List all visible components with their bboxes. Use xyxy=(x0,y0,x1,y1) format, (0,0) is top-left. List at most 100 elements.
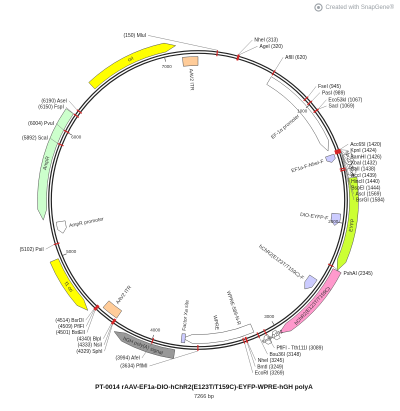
plasmid-size: 7266 bp xyxy=(194,394,214,400)
site-name: PflFI - Tth111I xyxy=(276,346,308,352)
site-position: (6190) xyxy=(41,99,57,105)
site-label-bsteii: (4501) BstEII xyxy=(56,330,85,336)
site-leader-line xyxy=(85,309,94,321)
site-label-bspei: BspEI (1444) xyxy=(351,185,381,191)
cut-site-mark xyxy=(57,143,64,147)
tick-mark xyxy=(305,105,310,109)
site-label-pflmi: (3634) PflMI xyxy=(120,364,147,370)
site-position: (3245) xyxy=(270,358,285,364)
site-position: (4333) xyxy=(78,343,94,349)
site-leader-line xyxy=(147,35,218,51)
feature-ampr-promoter-label: AmpR promoter xyxy=(69,216,105,229)
site-name: XbaI xyxy=(351,160,363,166)
site-label-bsu36i: Bsu36I (3148) xyxy=(269,352,301,358)
site-leader-line xyxy=(244,343,253,373)
feature-hchr2-e123t-t159c-f-arrow xyxy=(304,274,318,290)
feature-ef-1-promoter-arrow xyxy=(266,76,329,152)
site-leader-line xyxy=(141,343,152,359)
site-name: ScaI xyxy=(38,136,48,142)
watermark-text: Created with SnapGene® xyxy=(325,4,394,11)
site-position: (1420) xyxy=(367,142,382,148)
feature-loxp-label: loxP xyxy=(347,167,355,178)
site-position: (4329) xyxy=(76,349,92,355)
site-position: (4501) xyxy=(56,330,72,336)
feature-aav2-itr-arrow xyxy=(182,56,199,67)
cut-site-mark xyxy=(53,242,60,246)
feature-ef1a-f-nhei-f-arrow xyxy=(325,153,336,163)
feature-dio-eyfp-f-label: DIO-EYFP-F xyxy=(300,212,329,222)
site-label-bsrdi: (4514) BsrDI xyxy=(55,318,83,324)
site-label-nsii: (4333) NsiI xyxy=(78,343,102,349)
site-name: AscI xyxy=(356,191,367,197)
site-label-hincii: HincII (1440) xyxy=(351,179,380,185)
site-name: NsiI xyxy=(93,343,102,349)
feature-ampr-promoter-arrow xyxy=(55,220,67,234)
site-position: (313) xyxy=(266,38,278,44)
site-leader-line xyxy=(340,151,350,170)
site-position: (945) xyxy=(329,84,341,90)
cut-site-mark xyxy=(303,96,309,102)
cut-site-mark xyxy=(339,167,346,170)
site-position: (1584) xyxy=(370,198,385,204)
site-position: (989) xyxy=(333,90,345,96)
tick-mark xyxy=(62,253,67,256)
site-position: (1432) xyxy=(362,160,377,166)
site-position: (1439) xyxy=(362,173,377,179)
site-leader-line xyxy=(86,310,96,333)
cut-site-mark xyxy=(76,109,83,114)
feature-wpre-arrow xyxy=(182,323,255,344)
site-position: (3994) xyxy=(115,356,131,362)
cut-site-mark xyxy=(313,108,319,114)
site-position: (150) xyxy=(124,33,137,39)
site-name: SalI xyxy=(351,167,361,173)
cut-site-mark xyxy=(242,337,246,344)
site-name: NheI xyxy=(254,38,266,44)
tick-label: 6000 xyxy=(71,134,82,139)
site-position: (1440) xyxy=(365,179,380,185)
site-position: (1569) xyxy=(367,191,382,197)
site-leader-line xyxy=(345,169,355,201)
site-name: AfeI xyxy=(131,356,140,362)
site-position: (5892) xyxy=(22,136,38,142)
site-name: SacI xyxy=(329,104,340,110)
tick-label: 2000 xyxy=(328,219,339,224)
restriction-site-layer: NheI (313)AgeI (320)AflII (620)FseI (945… xyxy=(20,33,385,376)
plasmid-name: PT-0014 rAAV-EF1a-DIO-hChR2(E123T/T159C)… xyxy=(95,384,313,391)
feature-wpre-589-n-r-label: WPRE-589-N-R xyxy=(225,290,242,326)
cut-site-mark xyxy=(327,263,334,268)
tick-label: 3000 xyxy=(264,314,275,319)
site-name: KpnI xyxy=(350,148,362,154)
site-label-fsei: FseI (945) xyxy=(318,84,341,90)
site-position: (1444) xyxy=(366,185,381,191)
site-label-agei: AgeI (320) xyxy=(259,44,283,50)
site-name: Acc65I xyxy=(350,142,367,148)
feature-hgh-poly-a-signal-arrow xyxy=(113,331,176,359)
site-position: (3249) xyxy=(269,364,284,370)
site-leader-line xyxy=(86,309,95,327)
site-position: (6150) xyxy=(38,105,54,111)
site-label-saci: SacI (1069) xyxy=(329,104,355,110)
cut-site-mark xyxy=(110,318,116,324)
feature-factor-xa-site-label: Factor Xa site xyxy=(181,300,190,332)
site-label-bmti: BmtI (3249) xyxy=(257,364,283,370)
feature-ampr-arrow xyxy=(37,108,74,221)
site-label-asci: AscI (1569) xyxy=(356,191,382,197)
site-position: (1438) xyxy=(361,167,376,173)
site-name: MluI xyxy=(137,33,146,39)
cut-site-mark xyxy=(93,304,99,310)
backbone-layer xyxy=(48,50,348,350)
site-position: (320) xyxy=(271,44,283,50)
site-leader-line xyxy=(340,149,349,151)
site-label-kpni: KpnI (1424) xyxy=(350,148,376,154)
feature-lox2272-arrow xyxy=(271,329,281,341)
site-leader-line xyxy=(340,151,350,176)
feature-hchr2-e123t-t159c-arrow xyxy=(278,268,342,334)
snapgene-watermark: Created with SnapGene® xyxy=(313,3,394,12)
site-leader-line xyxy=(247,342,256,367)
cut-site-mark xyxy=(73,113,80,118)
site-position: (2345) xyxy=(358,271,373,277)
feature-ampr-label: AmpR xyxy=(42,155,51,170)
cut-site-mark xyxy=(216,50,219,57)
tick-label: 7000 xyxy=(162,64,173,69)
